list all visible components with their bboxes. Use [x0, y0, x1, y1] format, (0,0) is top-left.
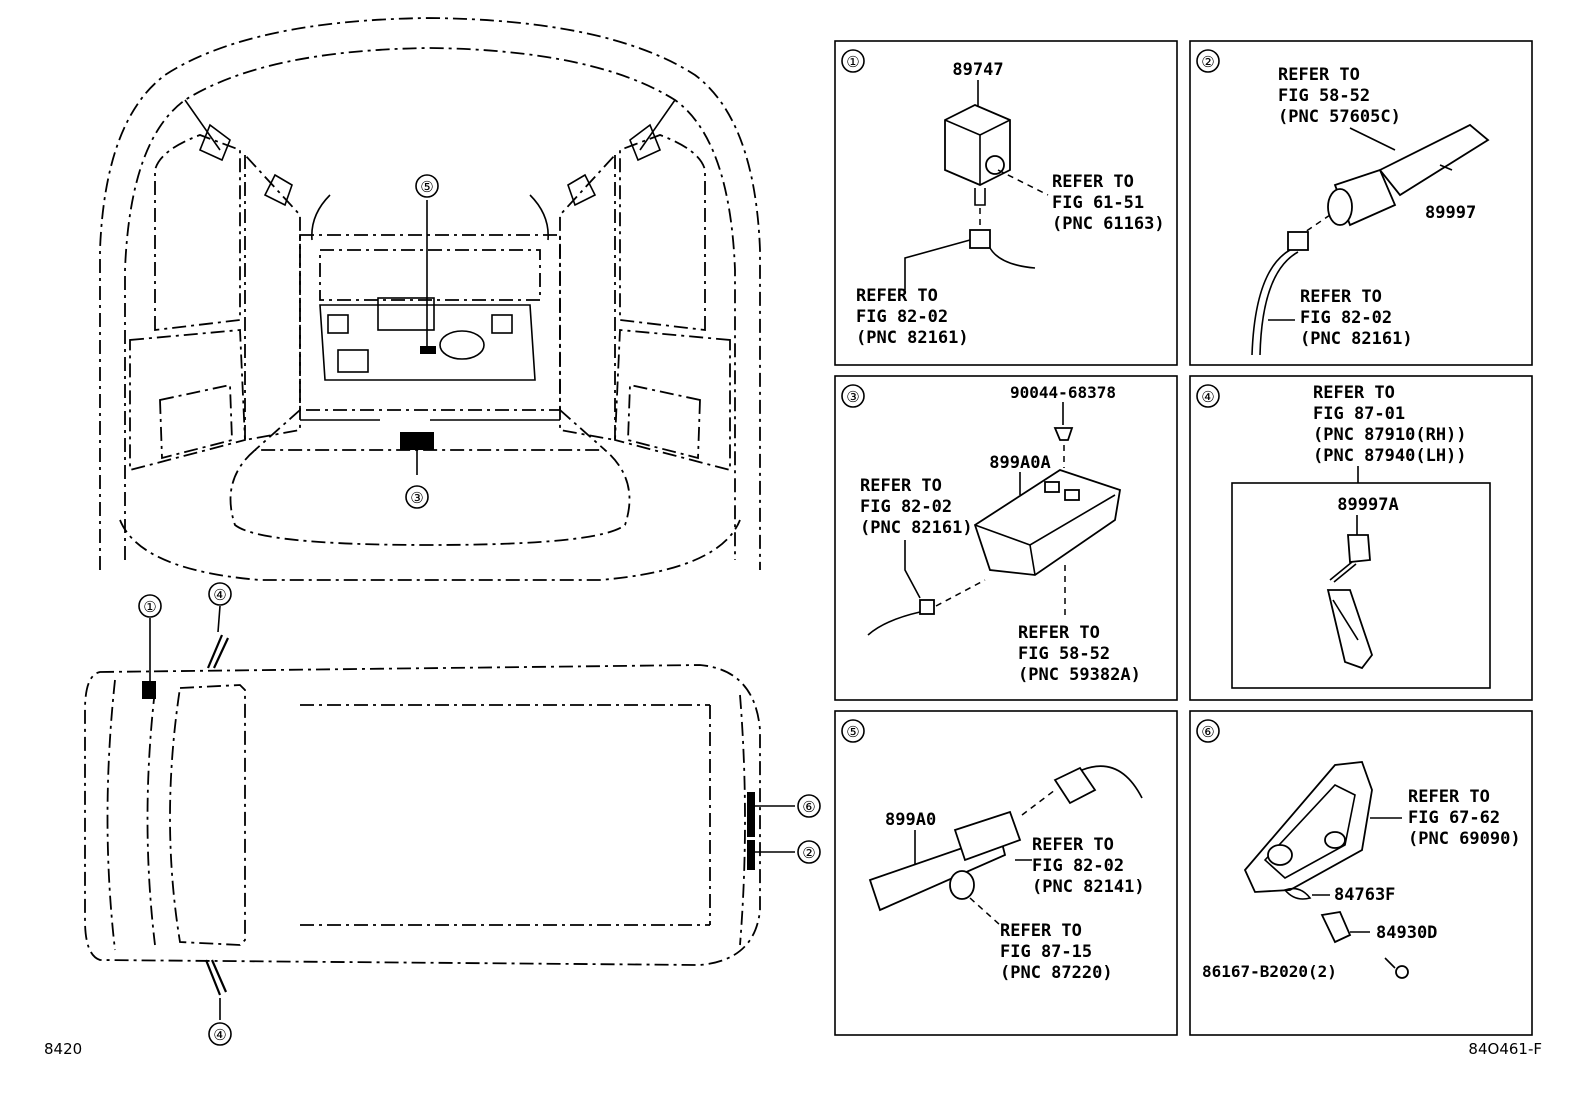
p3-ref-a-l1: REFER TO [860, 476, 942, 496]
callout-3: ③ [410, 489, 423, 507]
part-90044-68378: 90044-68378 [1010, 383, 1116, 402]
part-899A0A: 899A0A [989, 453, 1050, 473]
p2-ref-a-l3: (PNC 57605C) [1278, 107, 1401, 127]
p4-ref-a-l3: (PNC 87910(RH)) [1313, 425, 1467, 445]
p3-ref-a-l2: FIG 82-02 [860, 497, 952, 517]
interior-callout-3: ③ [405, 485, 429, 509]
p4-ref-a-l4: (PNC 87940(LH)) [1313, 446, 1467, 466]
p4-ref-a-l1: REFER TO [1313, 383, 1395, 403]
p6-ref-a-l3: (PNC 69090) [1408, 829, 1521, 849]
p3-ref-a-l3: (PNC 82161) [860, 518, 973, 538]
p6-ref-a-l1: REFER TO [1408, 787, 1490, 807]
interior-view [99, 17, 761, 581]
p2-ref-a-l2: FIG 58-52 [1278, 86, 1370, 106]
part-84930D: 84930D [1376, 923, 1437, 943]
p4-ref-a-l2: FIG 87-01 [1313, 404, 1405, 424]
p6-ref-a-l2: FIG 67-62 [1408, 808, 1500, 828]
p1-ref-b-l2: FIG 82-02 [856, 307, 948, 327]
svg-text:①: ① [143, 598, 156, 616]
panel-6-index: ⑥ [1201, 723, 1214, 741]
p1-ref-a-l3: (PNC 61163) [1052, 214, 1165, 234]
part-89747: 89747 [952, 60, 1003, 80]
panel-1: ① 89747 REFER TO FIG 61-51 (PNC 61163) R… [834, 40, 1178, 366]
part-899A0: 899A0 [885, 810, 936, 830]
p2-ref-b-l1: REFER TO [1300, 287, 1382, 307]
part-89997: 89997 [1425, 203, 1476, 223]
svg-text:⑥: ⑥ [802, 798, 815, 816]
callout-5-top: ⑤ [420, 178, 433, 196]
p5-ref-b-l2: FIG 87-15 [1000, 942, 1092, 962]
panel-6: ⑥ REFER TO FIG 67-62 (PNC 69090) 84763F … [1189, 710, 1533, 1036]
vehicle-callout-6: ⑥ [797, 794, 821, 818]
panel-5-index: ⑤ [846, 723, 859, 741]
panel-2: ② REFER TO FIG 58-52 (PNC 57605C) 89997 … [1189, 40, 1533, 366]
p2-ref-a-l1: REFER TO [1278, 65, 1360, 85]
p3-ref-b-l3: (PNC 59382A) [1018, 665, 1141, 685]
p5-ref-a-l1: REFER TO [1032, 835, 1114, 855]
panel-5: ⑤ 899A0 REFER TO FIG 82-02 (PNC 82141) R… [834, 710, 1178, 1036]
panel-1-index: ① [846, 53, 859, 71]
vehicle-callout-4-top: ④ [208, 582, 232, 606]
panel-4-index: ④ [1201, 388, 1214, 406]
interior-callout-5: ⑤ [415, 174, 439, 198]
p3-ref-b-l2: FIG 58-52 [1018, 644, 1110, 664]
p2-ref-b-l2: FIG 82-02 [1300, 308, 1392, 328]
panel-3-index: ③ [846, 388, 859, 406]
part-84763F: 84763F [1334, 885, 1395, 905]
vehicle-callout-4-bottom: ④ [208, 1022, 232, 1046]
p3-ref-b-l1: REFER TO [1018, 623, 1100, 643]
panel-2-index: ② [1201, 53, 1214, 71]
p5-ref-b-l3: (PNC 87220) [1000, 963, 1113, 983]
part-86167-B2020: 86167-B2020(2) [1202, 962, 1337, 981]
vehicle-callout-1: ① [138, 594, 162, 618]
vehicle-callout-2: ② [797, 840, 821, 864]
p5-ref-b-l1: REFER TO [1000, 921, 1082, 941]
p1-ref-a-l2: FIG 61-51 [1052, 193, 1144, 213]
panel-3: ③ 90044-68378 899A0A REFER TO FIG 82-02 … [834, 375, 1178, 701]
svg-text:④: ④ [213, 1026, 226, 1044]
part-89997A: 89997A [1337, 495, 1398, 515]
p5-ref-a-l3: (PNC 82141) [1032, 877, 1145, 897]
p1-ref-b-l1: REFER TO [856, 286, 938, 306]
vehicle-top-view [84, 605, 795, 1020]
panel-4: ④ REFER TO FIG 87-01 (PNC 87910(RH)) (PN… [1189, 375, 1533, 701]
p5-ref-a-l2: FIG 82-02 [1032, 856, 1124, 876]
p2-ref-b-l3: (PNC 82161) [1300, 329, 1413, 349]
svg-text:④: ④ [213, 586, 226, 604]
p1-ref-a-l1: REFER TO [1052, 172, 1134, 192]
p1-ref-b-l3: (PNC 82161) [856, 328, 969, 348]
footer-left-code: 8420 [44, 1040, 82, 1058]
footer-right-code: 84O461-F [1468, 1040, 1542, 1058]
svg-text:②: ② [802, 844, 815, 862]
